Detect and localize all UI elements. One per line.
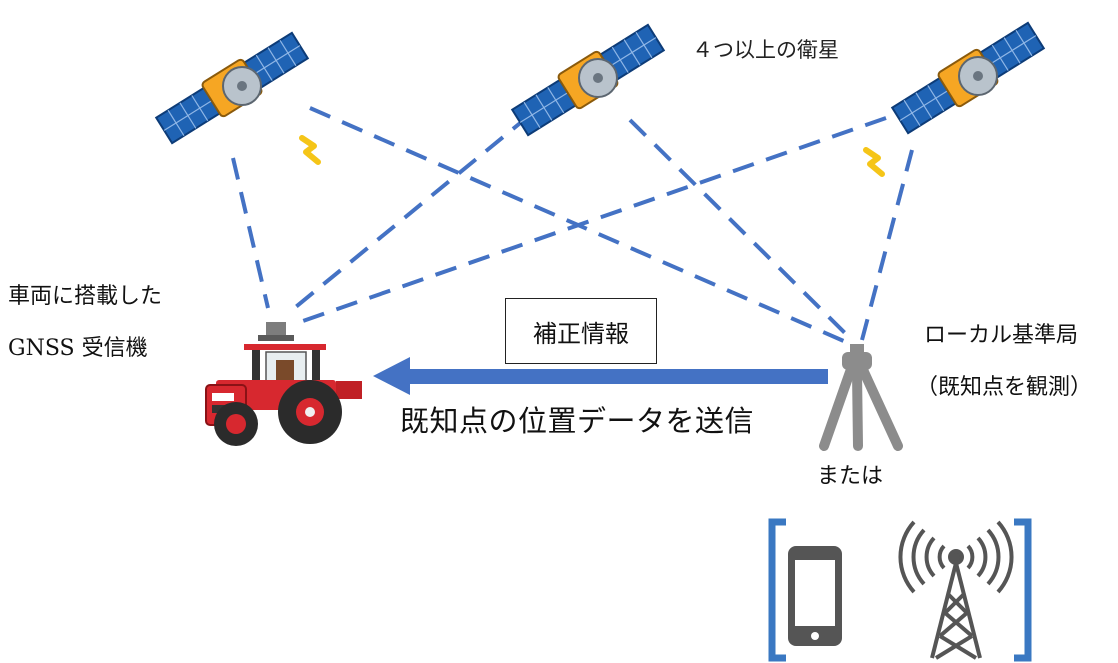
link-line — [860, 149, 914, 341]
tripod-antenna-icon — [819, 344, 903, 451]
link-line — [309, 106, 847, 344]
signal-link-lines — [231, 106, 914, 344]
base-station-label-line1: ローカル基準局 — [924, 323, 1079, 348]
smartphone-icon — [788, 546, 842, 646]
radio-tower-icon — [898, 520, 1014, 660]
signal-zigzag-icon — [302, 138, 318, 162]
satellite-icon — [152, 27, 312, 149]
correction-info-box: 補正情報 — [505, 298, 657, 364]
link-line — [628, 118, 854, 342]
satellites-label: ４つ以上の衛星 — [692, 38, 839, 62]
link-line — [231, 157, 270, 309]
satellite-icon — [888, 17, 1048, 139]
base-station-label-line2: （既知点を観測） — [916, 375, 1093, 400]
or-label: または — [817, 464, 884, 489]
vehicle-receiver-label-line2: GNSS 受信機 — [8, 336, 148, 361]
option-bracket — [768, 518, 1032, 662]
vehicle-receiver-label-line1: 車両に搭載した — [8, 284, 163, 309]
correction-info-label: 補正情報 — [533, 319, 629, 348]
link-line — [290, 113, 532, 312]
send-data-label: 既知点の位置データを送信 — [400, 404, 755, 438]
link-line — [299, 116, 887, 324]
signal-zigzag-icon — [866, 150, 882, 174]
satellite-icon — [508, 19, 668, 141]
tractor-icon — [205, 322, 362, 446]
correction-arrow — [373, 357, 828, 395]
